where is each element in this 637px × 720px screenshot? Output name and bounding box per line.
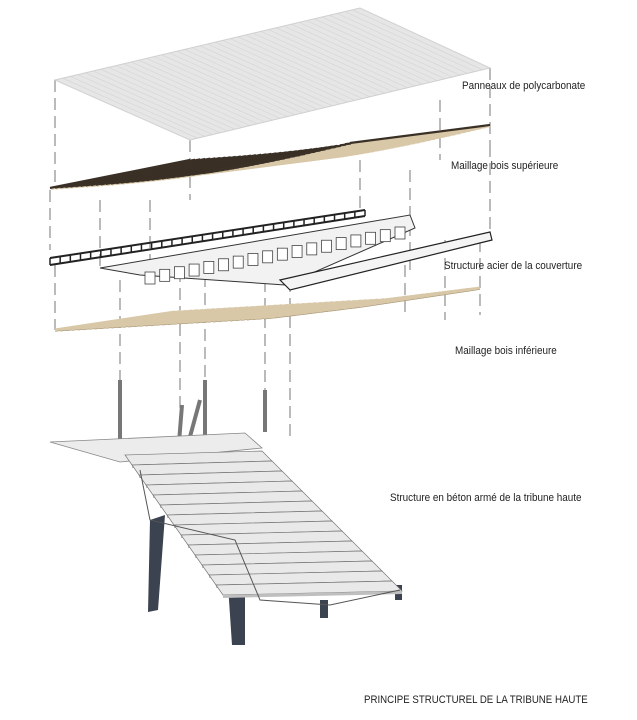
timber-slat-face [330,130,471,150]
panel-ridge [283,25,416,87]
panel-ridge [77,74,213,135]
panel-ridge [154,56,288,117]
panel-ridge [306,20,438,81]
panel-ridge [336,13,468,74]
panel-ridge [321,16,453,78]
panel-ridge [93,70,228,132]
steel-cell [159,268,171,282]
panel-ridge [192,47,326,108]
steel-cell [379,229,391,243]
panel-ridge [207,43,341,105]
panel-ridge [314,18,446,80]
label-concrete-stand: Structure en béton armé de la tribune ha… [390,492,582,504]
timber-slat-face [335,129,476,149]
steel-cell [350,234,362,248]
upper-timber-mesh-layer [49,123,492,190]
panel-ridge [199,45,333,107]
steel-cell [262,250,274,264]
steel-cell [335,237,347,250]
steel-cell [365,231,376,245]
concrete-leg [320,600,328,618]
steel-cell [188,263,200,277]
panel-ridge [123,63,258,125]
steel-cell [394,226,406,240]
timber-slat-face [325,131,466,151]
panel-ridge [253,32,386,94]
steel-cell [144,271,156,285]
panel-ridge [108,67,243,128]
concrete-leg [148,515,165,612]
stair-underside [139,469,401,606]
panel-ridge [146,58,281,119]
panel-ridge [276,27,408,89]
timber-slat [349,123,491,145]
panel-ridge [169,52,303,114]
panel-ridge [215,41,348,103]
timber-slat-face [345,127,486,147]
label-polycarbonate-panels: Panneaux de polycarbonate [462,80,586,92]
panel-ridge [161,54,296,116]
panel-ridge [138,59,273,121]
panel-ridge [70,76,206,137]
panel-ridge [54,79,191,141]
steel-truss-right [278,231,493,291]
landing [49,432,263,463]
timber-slat [359,286,481,308]
panel-ridge [176,50,311,112]
panel-ridge [359,7,491,69]
timber-slat-face [315,134,456,154]
diagram-title: PRINCIPE STRUCTUREL DE LA TRIBUNE HAUTE [364,694,588,706]
label-steel-roof-structure: Structure acier de la couverture [444,260,583,272]
panel-ridge [344,11,476,72]
panel-ridge [298,22,431,83]
panel-ridge [352,9,483,71]
steel-cell [174,266,185,280]
panel-ridge [268,29,401,90]
lower-timber-mesh-layer [54,286,481,332]
steel-beam-top [49,209,366,259]
steel-cell [291,245,303,258]
steel-cell [247,253,259,266]
steel-roof-structure-layer [49,209,493,291]
steel-beam-bottom [49,215,366,266]
stair-riser [223,591,402,598]
steel-cell [276,247,288,261]
label-upper-timber-mesh: Maillage bois supérieure [451,160,559,172]
panel-ridge [100,68,236,130]
steel-cell [203,261,215,274]
panel-ridge [115,65,251,126]
timber-slat-face [350,126,492,145]
panel-ridge [230,38,363,99]
panel-ridge [245,34,378,96]
steel-cell [321,239,332,253]
steel-cell [218,258,229,272]
panel-ridge [329,14,461,76]
timber-slat-face [320,133,461,153]
panel-ridge [131,61,266,123]
steel-cell [232,255,244,269]
panel-ridge [237,36,371,98]
polycarbonate-panel-layer [53,7,492,141]
panel-ridge [260,31,393,92]
timber-slat-face [340,128,481,148]
label-lower-timber-mesh: Maillage bois inférieure [455,345,557,357]
panel-ridge [291,23,423,85]
steel-cell [306,242,318,256]
concrete-stand-layer [49,380,403,645]
panel-ridge [222,40,356,101]
timber-slat-edge [359,289,481,308]
panel-ridge [184,49,318,110]
panel-ridge [62,77,198,139]
panel-ridge [85,72,221,134]
